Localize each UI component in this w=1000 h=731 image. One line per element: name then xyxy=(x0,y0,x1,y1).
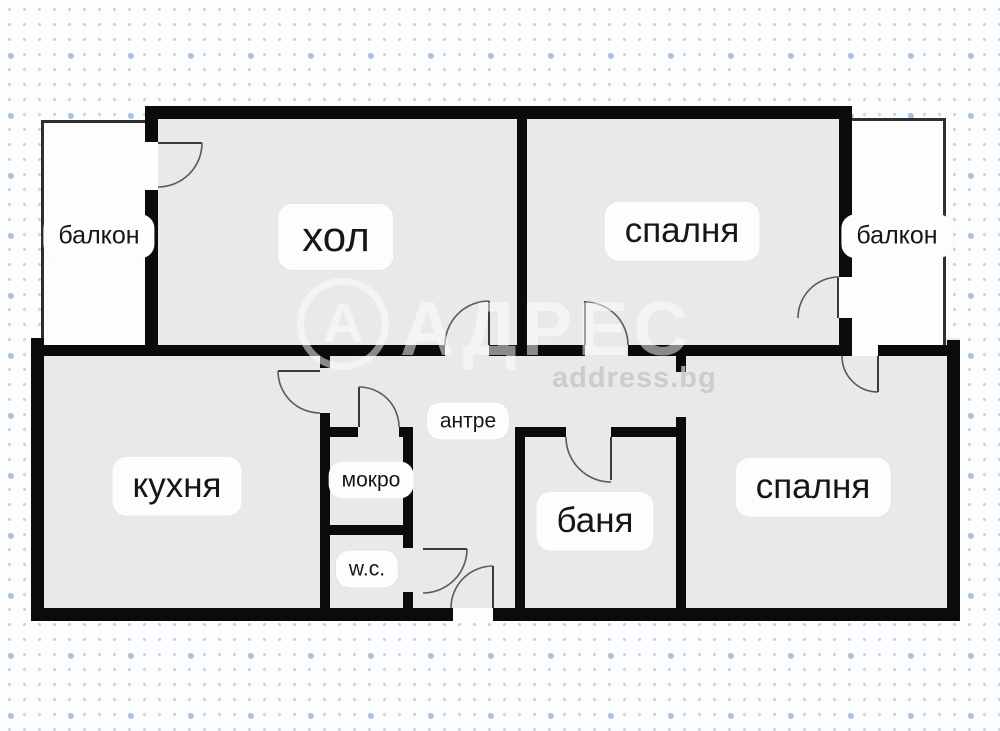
room-label-balcony-right: балкон xyxy=(841,214,953,258)
door-leaves xyxy=(158,142,879,608)
room-floors xyxy=(31,106,960,621)
room-label-kitchen: кухня xyxy=(112,456,242,516)
room-label-bedroom-bottom: спалня xyxy=(735,457,891,517)
room-label-balcony-left: балкон xyxy=(43,214,155,258)
room-label-wc: w.c. xyxy=(335,550,399,588)
door-arcs xyxy=(157,142,879,609)
room-label-bedroom-top: спалня xyxy=(604,201,760,261)
room-label-living-room: хол xyxy=(278,203,394,271)
room-label-hallway: антре xyxy=(426,402,510,440)
door-thresholds xyxy=(145,142,878,621)
room-label-wet-room: мокро xyxy=(328,461,414,499)
walls xyxy=(31,106,960,621)
room-label-bathroom: баня xyxy=(536,491,654,551)
